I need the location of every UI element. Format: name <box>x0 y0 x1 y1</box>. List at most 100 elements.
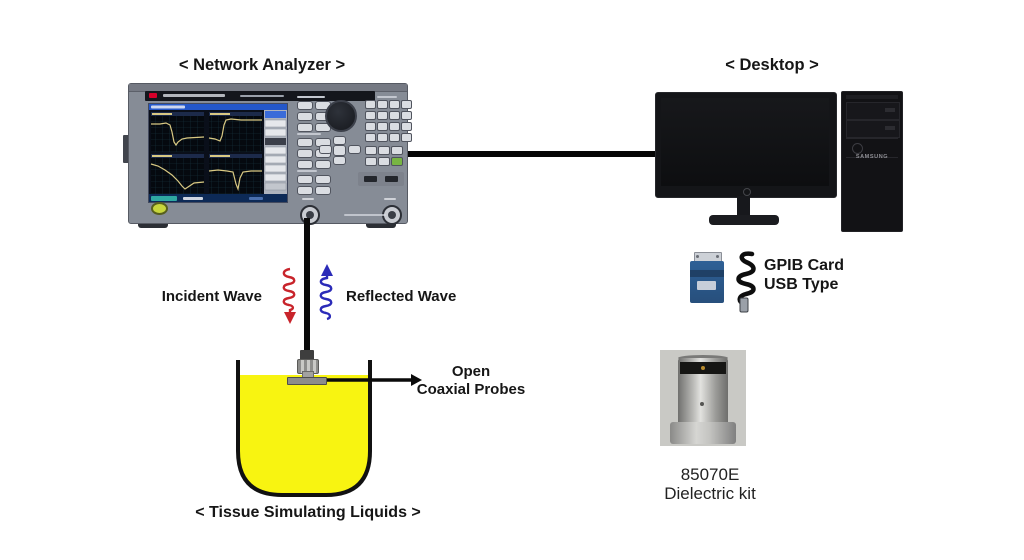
network-analyzer-title: < Network Analyzer > <box>178 56 346 74</box>
entry-key <box>365 146 377 155</box>
entry-key <box>391 146 403 155</box>
panel-group-label <box>297 96 325 98</box>
network-analyzer-side-tab <box>123 135 129 163</box>
desktop-title: < Desktop > <box>725 56 819 74</box>
port2-label <box>384 198 396 200</box>
enter-key-green <box>391 157 403 166</box>
gpib-body-band <box>690 270 724 277</box>
nav-down-button <box>333 156 346 165</box>
probe-set-screw <box>700 402 704 406</box>
probe-flange <box>287 377 327 385</box>
model-subtext-placeholder <box>240 95 284 97</box>
power-button <box>151 202 168 215</box>
reflected-wave-label: Reflected Wave <box>346 288 457 305</box>
keypad-key <box>389 122 400 131</box>
keypad-key <box>401 122 412 131</box>
panel-button <box>297 149 313 158</box>
nav-right-button <box>348 145 361 154</box>
keypad-key <box>377 111 388 120</box>
monitor-screen <box>661 98 829 186</box>
open-probe-label-line2: Coaxial Probes <box>416 381 526 398</box>
keypad-label <box>377 96 397 98</box>
nav-up-button <box>333 136 346 145</box>
tower-brand-logo: SAMSUNG <box>855 154 889 160</box>
nav-left-button <box>319 145 332 154</box>
entry-key <box>365 157 377 166</box>
gpib-label-sticker <box>697 281 716 290</box>
keypad-key <box>389 111 400 120</box>
keypad-key <box>377 133 388 142</box>
tower-top-vent <box>846 95 898 99</box>
gpib-adapter-body <box>690 261 724 303</box>
panel-button <box>315 160 331 169</box>
probe-cylinder-body <box>678 358 728 424</box>
network-analyzer <box>128 83 412 225</box>
probe-aperture-dot <box>701 366 705 370</box>
tower-power-button <box>852 143 863 154</box>
keypad-key <box>377 100 388 109</box>
model-text-placeholder <box>163 94 225 97</box>
screen-plots <box>149 104 287 202</box>
usb-port-area <box>358 172 404 186</box>
dielectric-kit-photo <box>660 350 746 446</box>
monitor-stand-neck <box>737 196 750 217</box>
panel-button <box>297 112 313 121</box>
incident-wave-label: Incident Wave <box>161 288 262 305</box>
desktop-monitor <box>655 92 837 198</box>
network-analyzer-logo-band <box>145 91 375 101</box>
gpib-connection-line <box>404 151 658 157</box>
keypad-key <box>401 111 412 120</box>
coaxial-cable <box>304 218 310 352</box>
beaker-outline <box>236 360 372 497</box>
probe-dark-band <box>680 362 726 374</box>
keypad-key <box>401 100 412 109</box>
gpib-label-line2: USB Type <box>764 276 839 293</box>
tissue-liquids-title: < Tissue Simulating Liquids > <box>195 504 421 521</box>
usb-port-icon <box>385 176 398 182</box>
panel-button <box>297 123 313 132</box>
panel-button <box>297 175 313 184</box>
reflected-wave-arrow-icon <box>319 264 333 321</box>
open-probe-label-line1: Open <box>451 363 491 380</box>
panel-button <box>297 186 313 195</box>
keypad-key <box>365 133 376 142</box>
keypad-key <box>365 100 376 109</box>
port1-connector <box>300 205 320 225</box>
keypad-key <box>389 100 400 109</box>
probe-base-cylinder <box>670 422 736 444</box>
gpib-card-photo <box>686 250 764 314</box>
beaker <box>236 360 372 497</box>
keypad-key <box>389 133 400 142</box>
network-analyzer-screen <box>148 103 288 203</box>
tower-drive-bay <box>846 120 900 138</box>
usb-cable-coil <box>736 251 756 313</box>
panel-button <box>315 186 331 195</box>
bay-eject-button <box>885 108 895 112</box>
entry-key <box>378 146 390 155</box>
bay-eject-button <box>885 126 895 130</box>
tower-drive-bay <box>846 102 900 120</box>
panel-button <box>315 175 331 184</box>
gpib-label-line1: GPIB Card <box>764 257 845 274</box>
liquid-fill <box>238 375 370 495</box>
panel-button <box>297 160 313 169</box>
probe-cable-connector <box>300 350 314 360</box>
network-analyzer-foot-right <box>366 221 396 228</box>
panel-button <box>297 138 313 147</box>
network-analyzer-foot-left <box>138 221 168 228</box>
keypad-key <box>365 122 376 131</box>
lg-logo-icon <box>743 188 751 196</box>
monitor-stand-base <box>709 215 779 225</box>
desktop-tower: SAMSUNG <box>841 91 903 232</box>
kit-label-line2: Dielectric kit <box>664 484 756 503</box>
entry-key <box>378 157 390 166</box>
keypad-key <box>377 122 388 131</box>
keypad-key <box>401 133 412 142</box>
tower-front-panel <box>846 138 898 158</box>
nav-ok-button <box>333 145 346 156</box>
keypad-key <box>365 111 376 120</box>
usb-port-icon <box>364 176 377 182</box>
open-probe-pointer-arrow <box>327 374 422 386</box>
connector-screw-icon <box>716 255 719 258</box>
